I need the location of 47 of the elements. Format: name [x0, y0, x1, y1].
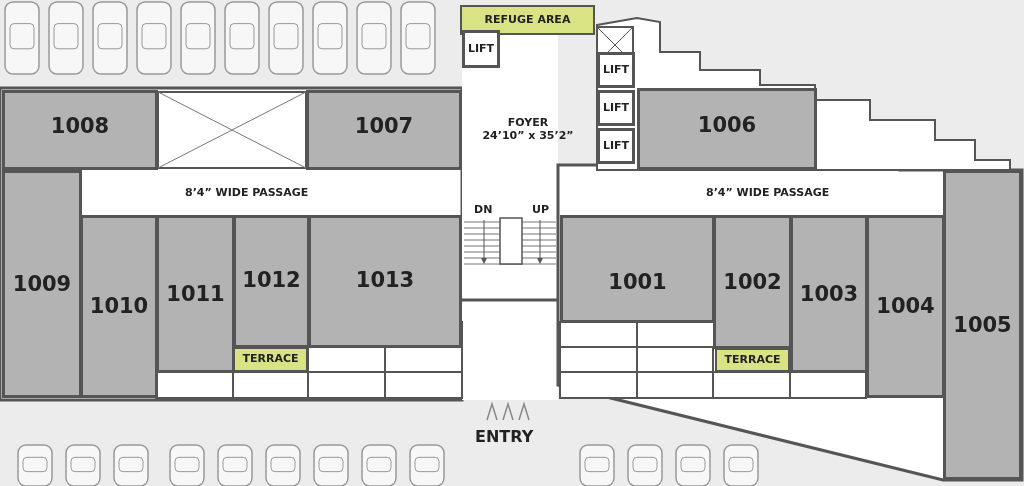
room-name: LIFT: [467, 42, 495, 56]
lift-box: [597, 90, 635, 126]
room-name: TERRACE: [242, 353, 299, 366]
unit-number: 1010: [89, 294, 149, 319]
room-dimension: 24’10” x 35’2”: [482, 130, 574, 143]
unit-number: 1012: [242, 268, 301, 293]
unit-room: [2, 170, 82, 398]
room-name: LIFT: [602, 101, 630, 115]
passage-label: 8’4” WIDE PASSAGE: [185, 186, 309, 199]
unit-room: [233, 215, 310, 348]
unit-room: [2, 90, 158, 170]
unit-room: [943, 170, 1022, 480]
unit-room: [866, 215, 945, 398]
unit-room: [637, 88, 817, 170]
unit-number: 1009: [12, 271, 72, 297]
unit-number: 1013: [355, 268, 415, 293]
room-name: REFUGE AREA: [484, 13, 571, 27]
unit-number: 1002: [723, 270, 782, 295]
passage-label: 8’4” WIDE PASSAGE: [706, 186, 830, 199]
unit-room: [80, 215, 158, 398]
unit-room: [560, 215, 715, 323]
lift-box: [462, 30, 500, 68]
unit-room: [156, 215, 235, 373]
lift-box: [597, 52, 635, 88]
terrace-area: [715, 348, 790, 372]
lift-box: [597, 128, 635, 164]
entry-label: ENTRY: [475, 427, 534, 446]
unit-number: 1011: [166, 281, 225, 307]
unit-room: [306, 90, 462, 170]
unit-number: 1005: [953, 312, 1012, 338]
unit-number: 1001: [608, 270, 667, 295]
unit-number: 1007: [354, 113, 414, 139]
terrace-area: [233, 347, 308, 372]
room-name: LIFT: [602, 139, 630, 153]
unit-room: [790, 215, 868, 373]
room-name: TERRACE: [724, 353, 781, 367]
unit-number: 1006: [697, 112, 757, 138]
unit-number: 1008: [50, 113, 110, 139]
stair-label: DN: [474, 203, 493, 216]
room-name: FOYER: [507, 117, 549, 130]
refuge-area: [460, 5, 595, 35]
unit-room: [308, 215, 462, 348]
stair-label: UP: [532, 203, 549, 216]
room-name: LIFT: [602, 63, 630, 77]
unit-room: [713, 215, 792, 349]
unit-number: 1004: [876, 294, 935, 319]
unit-number: 1003: [799, 281, 859, 307]
